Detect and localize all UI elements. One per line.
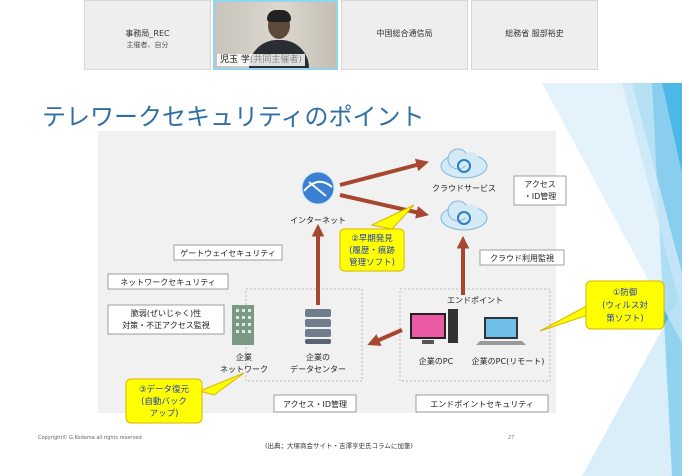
security-diagram: アクセス ・ID管理 ゲートウェイセキュリティ ネットワークセキュリティ 脆弱(…: [107, 148, 665, 424]
corp-datacenter-label: データセンター: [290, 364, 346, 374]
label-gateway-security: ゲートウェイセキュリティ: [173, 244, 283, 261]
corp-network-label: ネットワーク: [220, 365, 268, 374]
internet-label: インターネット: [290, 216, 346, 225]
callout-defense: ①防御 (ウィルス対 策ソフト): [539, 280, 665, 332]
participant-role: (共同主催者): [249, 55, 302, 65]
participant-tile[interactable]: 事務局_REC 主催者、自分: [84, 0, 211, 70]
label-vulnerability: 脆弱(ぜいじゃく)性 対策・不正アクセス監視: [107, 304, 225, 335]
participant-strip: 事務局_REC 主催者、自分 児玉 学(共同主催者) 中国総合通信局 総務省 服…: [0, 0, 682, 83]
svg-text:クラウド利用監視: クラウド利用監視: [490, 253, 554, 263]
callout-text: ②早期発見: [351, 234, 393, 244]
cloud-icon: [440, 148, 488, 179]
label-access-id-top: アクセス ・ID管理: [513, 175, 567, 206]
label-access-id-top-line: アクセス: [524, 180, 556, 189]
participant-name: 総務省 服部裕史: [505, 29, 564, 38]
arrow-internet-to-cloud: [339, 158, 429, 187]
label-access-id-top-line: ・ID管理: [524, 191, 557, 201]
callout-text: 管理ソフト): [349, 257, 395, 268]
callout-text: アップ): [150, 409, 179, 419]
office-building-icon: [232, 305, 254, 345]
desktop-pc-icon: [410, 309, 458, 344]
label-network-security: ネットワークセキュリティ: [107, 273, 229, 290]
callout-text: ③データ復元: [139, 384, 190, 395]
slide-decoration: [542, 83, 682, 476]
callout-text: (自動バック: [141, 396, 187, 407]
participant-name-label: 児玉 学(共同主催者): [217, 54, 305, 66]
participant-name: 中国総合通信局: [376, 29, 433, 38]
slide-title: テレワークセキュリティのポイント: [42, 103, 425, 131]
participant-name: 事務局_REC: [125, 29, 170, 38]
endpoint-zone: [399, 288, 551, 382]
internet-globe-icon: [301, 171, 335, 205]
database-server-icon: [305, 309, 331, 344]
callout-text: 策ソフト): [606, 313, 643, 324]
label-access-id-bottom: アクセス・ID管理: [273, 394, 357, 413]
callout-text: ①防御: [613, 287, 638, 298]
corp-pc-label: 企業のPC: [419, 356, 454, 366]
corp-datacenter-label: 企業の: [306, 352, 330, 362]
svg-text:ネットワークセキュリティ: ネットワークセキュリティ: [120, 278, 216, 287]
participant-video-tile[interactable]: 児玉 学(共同主催者): [213, 0, 338, 70]
svg-text:エンドポイントセキュリティ: エンドポイントセキュリティ: [430, 400, 534, 409]
cloud-service-label: クラウドサービス: [432, 184, 496, 193]
svg-text:アクセス・ID管理: アクセス・ID管理: [283, 399, 347, 409]
label-vulnerability-line: 脆弱(ぜいじゃく)性: [131, 308, 201, 318]
slide-page-number: 27: [508, 435, 515, 441]
callout-data-recovery: ③データ復元 (自動バック アップ): [125, 372, 245, 424]
svg-text:ゲートウェイセキュリティ: ゲートウェイセキュリティ: [180, 248, 276, 258]
callout-early-detection: ②早期発見 (履歴・痕跡 管理ソフト): [339, 204, 415, 272]
corp-pc-remote-label: 企業のPC(リモート): [472, 356, 545, 366]
participant-tile[interactable]: 中国総合通信局: [341, 0, 468, 70]
label-endpoint-security: エンドポイントセキュリティ: [415, 394, 549, 413]
slide-copyright: Copyright© G.Kodama all rights reserved: [38, 435, 142, 441]
participant-name: 児玉 学: [220, 55, 250, 65]
endpoint-label: エンドポイント: [447, 296, 503, 305]
slide-source-note: (出典；大塚商会サイト・吉澤亨史氏コラムに加筆): [265, 442, 413, 450]
shared-slide: テレワークセキュリティのポイント: [0, 83, 682, 476]
cloud-icon: [440, 200, 488, 231]
arrow-endpoint-to-datacenter: [367, 328, 403, 346]
callout-text: (履歴・痕跡: [349, 245, 395, 256]
participant-subtitle: 主催者、自分: [126, 41, 169, 49]
label-vulnerability-line: 対策・不正アクセス監視: [122, 320, 210, 330]
callout-text: (ウィルス対: [602, 300, 648, 311]
participant-tile[interactable]: 総務省 服部裕史: [471, 0, 598, 70]
label-cloud-monitoring: クラウド利用監視: [479, 249, 565, 266]
laptop-pc-icon: [476, 317, 526, 345]
corp-network-label: 企業: [236, 352, 252, 362]
arrow-internet-to-cloud-usage: [339, 193, 429, 219]
